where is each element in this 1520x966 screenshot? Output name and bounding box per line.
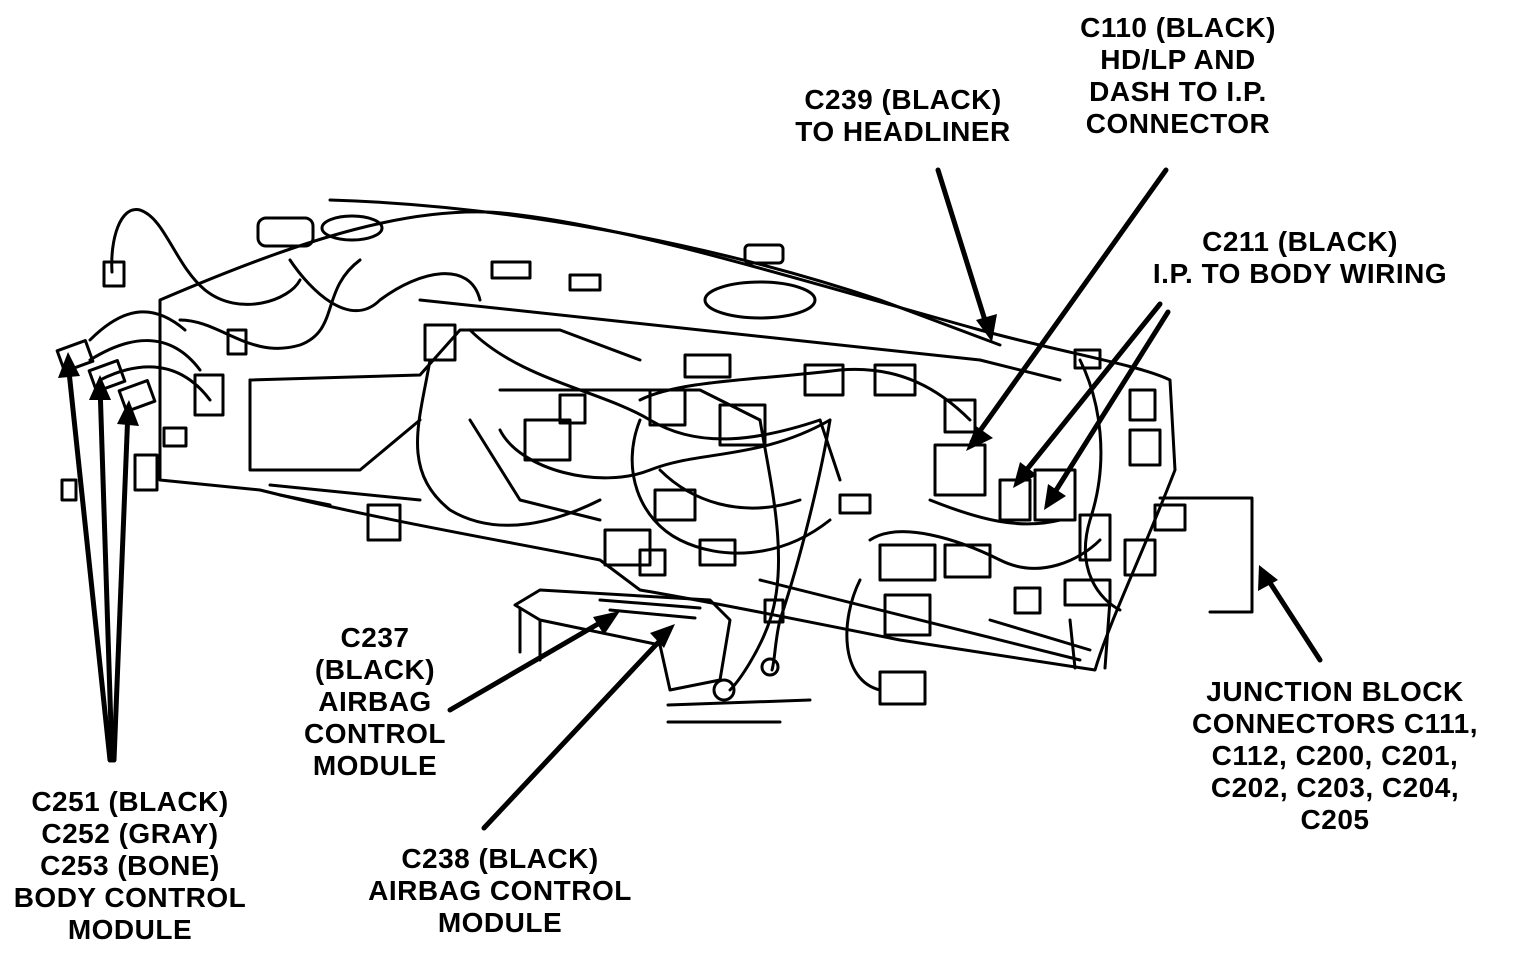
label-c239: C239 (BLACK) TO HEADLINER <box>795 84 1011 147</box>
dash-outline <box>158 210 1177 672</box>
label-c110: C110 (BLACK) HD/LP AND DASH TO I.P. CONN… <box>1080 12 1276 139</box>
airbag-module-outline <box>513 588 732 692</box>
label-c238: C238 (BLACK) AIRBAG CONTROL MODULE <box>368 843 632 938</box>
label-c251-body-control-module: C251 (BLACK) C252 (GRAY) C253 (BONE) BOD… <box>13 786 247 945</box>
label-c237: C237 (BLACK) AIRBAG CONTROL MODULE <box>304 622 446 781</box>
label-junction-block: JUNCTION BLOCK CONNECTORS C111, C112, C2… <box>1191 676 1479 835</box>
label-c211: C211 (BLACK) I.P. TO BODY WIRING <box>1152 226 1448 289</box>
